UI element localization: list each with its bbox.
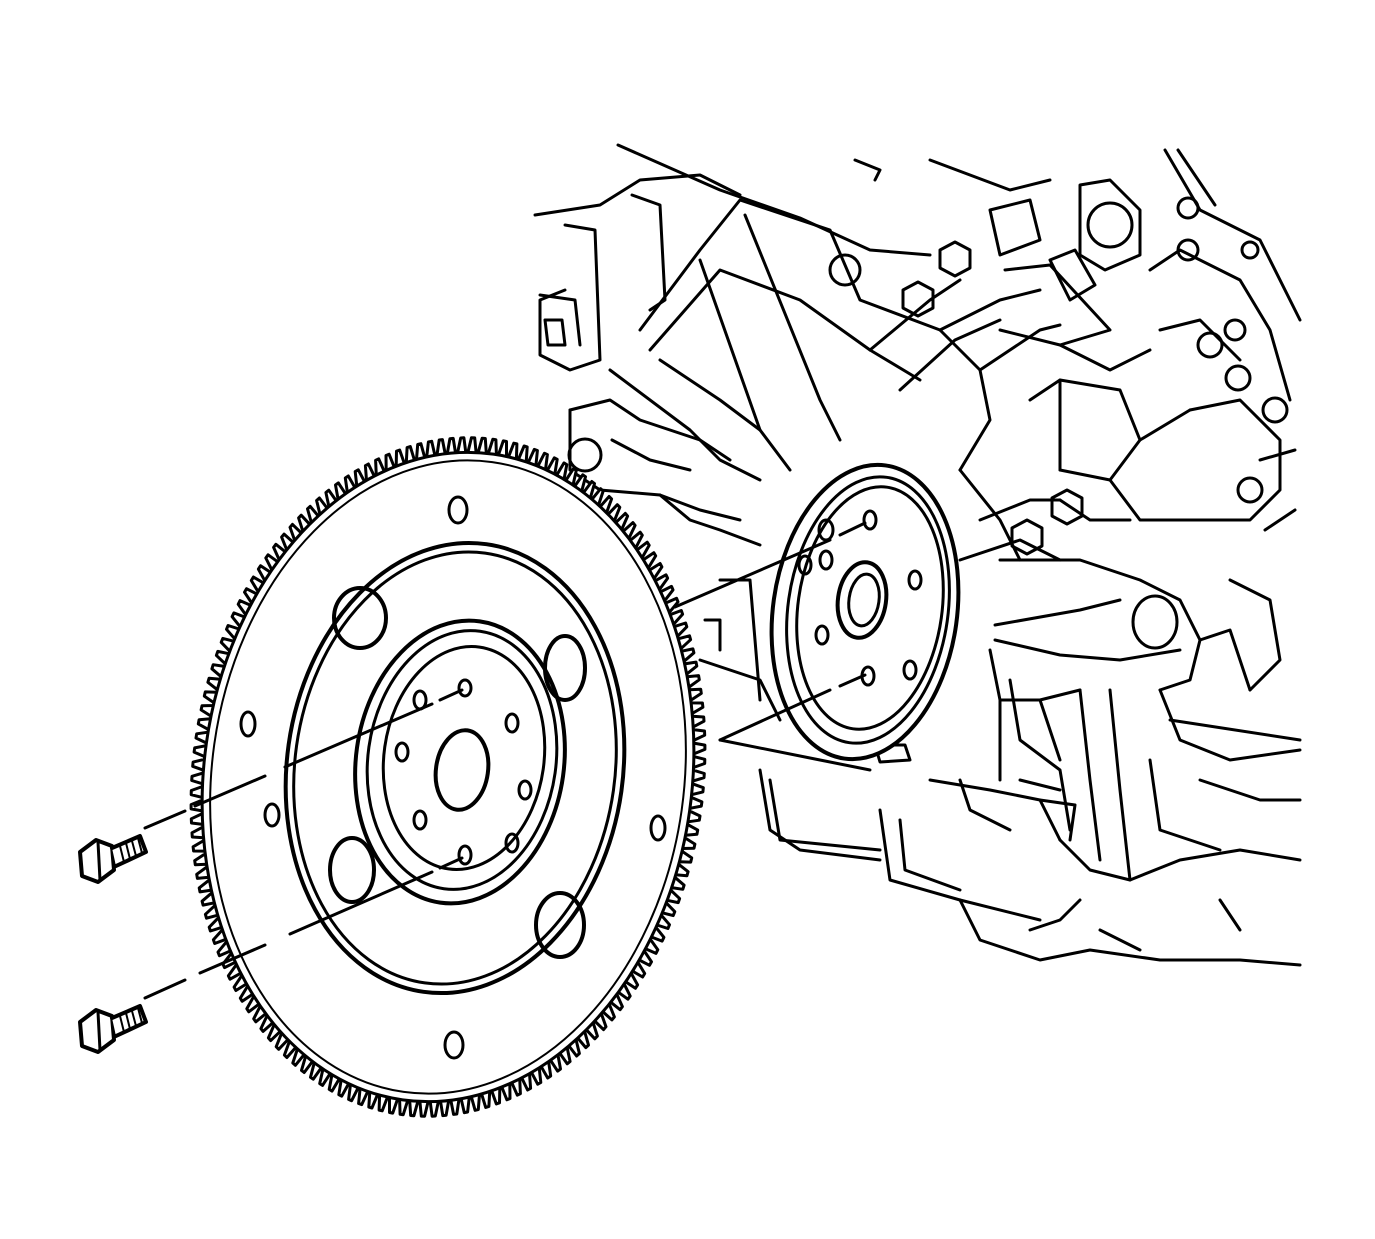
flywheel-icon [189, 436, 707, 1118]
engine-block-icon [533, 143, 1302, 967]
bolt-lower-icon [78, 1004, 148, 1054]
crankshaft-flange-icon [769, 462, 961, 762]
alignment-guide-lines [143, 521, 867, 1000]
bolt-upper-icon [78, 834, 148, 884]
